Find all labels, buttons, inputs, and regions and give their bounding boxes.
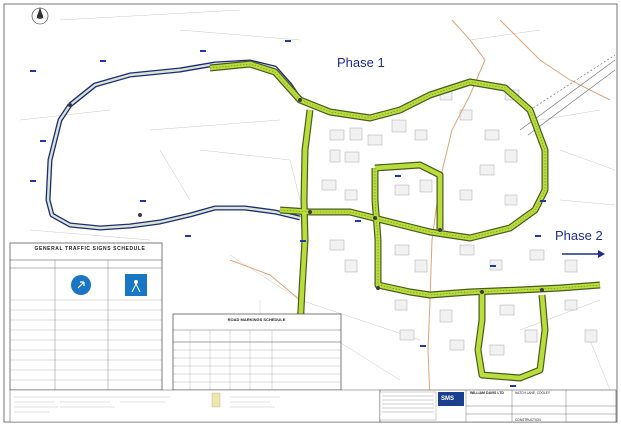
phase-2-label: Phase 2 (555, 228, 603, 243)
traffic-signs-schedule (9, 242, 163, 391)
title-block (379, 389, 617, 423)
sign-markers (30, 40, 546, 387)
north-arrow-icon (31, 6, 49, 25)
road-markings-schedule (172, 313, 342, 391)
notes-panel (9, 389, 381, 423)
client-name: WILLIAM DAVIS LTD (470, 391, 504, 395)
drawing-status: CONSTRUCTION (515, 418, 541, 422)
phase2-arrow-icon (562, 250, 605, 258)
company-logo (438, 392, 464, 406)
site-boundary (229, 19, 611, 401)
project-name: HATCH LANE, COOLEY (515, 391, 551, 395)
junctions (37, 13, 544, 294)
road-markings-schedule-title: ROAD MARKINGS SCHEDULE (227, 317, 286, 322)
traffic-signs-schedule-title: GENERAL TRAFFIC SIGNS SCHEDULE (34, 246, 146, 252)
company-logo-text: SMS (441, 396, 455, 402)
phase-1-label: Phase 1 (337, 55, 385, 70)
